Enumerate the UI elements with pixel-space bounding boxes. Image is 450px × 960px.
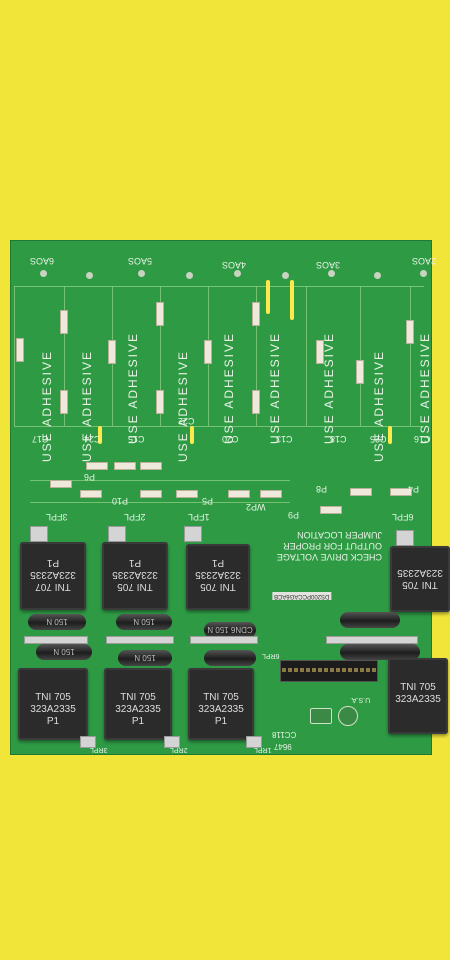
ref-c16: C16 bbox=[414, 434, 431, 444]
board-label-5aos: 5AOS bbox=[128, 256, 153, 266]
board-mark-usa: U.S.A. bbox=[350, 696, 371, 703]
capacitor: 150 N bbox=[118, 650, 172, 666]
ref-p10: P10 bbox=[112, 496, 129, 506]
transformer: TNI 705 323A2335 P1 bbox=[102, 542, 168, 610]
adhesive-label: USE ADHESIVE bbox=[80, 350, 94, 463]
adhesive-label: USE ADHESIVE bbox=[222, 332, 236, 445]
ribbon-header-connector bbox=[280, 660, 378, 682]
ref-c20: C20 bbox=[222, 434, 239, 444]
capacitor bbox=[340, 644, 420, 660]
ref-1fpl: 1FPL bbox=[188, 512, 210, 522]
ref-6fpl: 6FPL bbox=[392, 512, 414, 522]
adhesive-label: USE ADHESIVE bbox=[372, 350, 386, 463]
board-label-6aos: 6AOS bbox=[30, 256, 55, 266]
capacitor: CDN6 150 N bbox=[204, 622, 256, 638]
ref-c15: C15 bbox=[128, 434, 145, 444]
transformer: TNI 705 323A2335 P1 bbox=[188, 668, 254, 740]
ref-c22: C22 bbox=[178, 416, 195, 426]
circuit-board: 6AOS 5AOS 4AOS 3AOS 2AOS USE ADHESIVE US… bbox=[10, 240, 450, 755]
ref-wp2: WP2 bbox=[246, 502, 266, 512]
capacitor bbox=[204, 650, 256, 666]
transformer: TNI 705 323A2335 bbox=[388, 658, 448, 734]
ref-1rpl: 1RPL bbox=[254, 746, 272, 753]
board-label-3aos: 3AOS bbox=[316, 260, 341, 270]
adhesive-label: USE ADHESIVE bbox=[40, 350, 54, 463]
transformer: TNI 705 323A2335 P1 bbox=[18, 668, 88, 740]
ref-c25: C25 bbox=[370, 434, 387, 444]
ref-3fpl: 3FPL bbox=[46, 512, 68, 522]
ref-c24: C24 bbox=[84, 434, 101, 444]
ref-3rpl: 3RPL bbox=[90, 746, 108, 753]
ref-c17: C17 bbox=[32, 434, 49, 444]
adhesive-label: USE ADHESIVE bbox=[322, 332, 336, 445]
transformer: TNI 707 323A2335 P1 bbox=[20, 542, 86, 610]
board-mark-cc118: CC118 bbox=[272, 730, 297, 739]
capacitor: 150 N bbox=[116, 614, 172, 630]
adhesive-label: USE ADHESIVE bbox=[176, 350, 190, 463]
transformer: TNI 705 323A2335 P1 bbox=[104, 668, 172, 740]
board-mark-date: 9647 bbox=[274, 742, 292, 751]
ref-c13: C13 bbox=[276, 434, 293, 444]
transformer: TNI 705 323A2335 bbox=[390, 546, 450, 612]
adhesive-label: USE ADHESIVE bbox=[418, 332, 432, 445]
ref-p5: P5 bbox=[202, 496, 214, 506]
capacitor bbox=[340, 612, 400, 628]
transformer: TNI 705 323A2335 P1 bbox=[186, 544, 250, 610]
ref-c18: C18 bbox=[330, 434, 347, 444]
check-note: CHECK DRIVE VOLTAGE OUTPUT FOR PROPER JU… bbox=[276, 530, 382, 562]
ref-p9: P9 bbox=[288, 510, 300, 520]
adhesive-label: USE ADHESIVE bbox=[268, 332, 282, 445]
ref-2rpl: 2RPL bbox=[170, 746, 188, 753]
board-label-4aos: 4AOS bbox=[222, 260, 247, 270]
ref-6rpl: 6RPL bbox=[262, 652, 280, 659]
capacitor: 150 N bbox=[28, 614, 86, 630]
ref-p8: P8 bbox=[316, 484, 328, 494]
board-label-2aos: 2AOS bbox=[412, 256, 437, 266]
part-number-label: DS200PCCAG6ACB bbox=[272, 592, 332, 600]
adhesive-label: USE ADHESIVE bbox=[126, 332, 140, 445]
ref-2fpl: 2FPL bbox=[124, 512, 146, 522]
ref-p4: P4 bbox=[408, 484, 420, 494]
ref-p6: P6 bbox=[84, 472, 96, 482]
capacitor: 150 N bbox=[36, 644, 92, 660]
